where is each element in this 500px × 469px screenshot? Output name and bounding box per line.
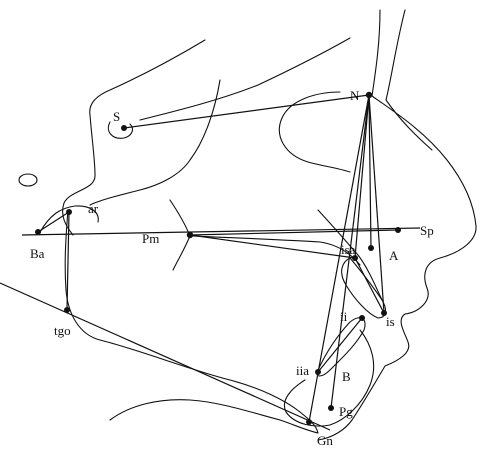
- sella-turcica: [107, 121, 133, 139]
- mandibular-border: [109, 399, 319, 434]
- label-Gn: Gn: [317, 433, 333, 448]
- ba-ar-line: [37, 211, 70, 233]
- ar-tgo-line: [66, 211, 70, 311]
- label-ar: ar: [88, 201, 99, 216]
- lower-incisor: [316, 317, 366, 377]
- lower-incisor-axis: [317, 317, 363, 373]
- n-pg-line: [330, 94, 370, 409]
- nasal-profile-inner: [385, 9, 433, 151]
- mandibular-plane-line: [0, 282, 331, 431]
- point-tgo: [64, 307, 70, 313]
- anterior-cranial-base: [62, 39, 206, 236]
- label-A: A: [389, 248, 399, 263]
- orbit-contour: [278, 91, 351, 173]
- cranial-vault-line: [139, 37, 351, 121]
- point-Pg: [328, 405, 334, 411]
- point-Gn: [306, 419, 312, 425]
- n-is-line: [368, 94, 385, 314]
- point-ar: [66, 209, 72, 215]
- posterior-cranial-wall: [89, 79, 221, 206]
- point-isa: [352, 255, 358, 261]
- label-Pm: Pm: [142, 231, 159, 246]
- nasal-spine-outline: [317, 209, 383, 301]
- label-S: S: [113, 109, 120, 124]
- label-N: N: [350, 88, 360, 103]
- label-Pg: Pg: [339, 404, 353, 419]
- palatal-plane-line: [21, 227, 421, 236]
- pm-sp-line: [189, 229, 399, 236]
- ear-rod-ellipse: [18, 173, 38, 187]
- point-ii: [359, 315, 365, 321]
- point-Sp: [395, 227, 401, 233]
- label-Sp: Sp: [420, 223, 434, 238]
- pm-isa-line: [189, 234, 356, 259]
- n-isa-line: [354, 94, 370, 259]
- point-S: [121, 125, 127, 131]
- sella-nasion-line: [123, 94, 370, 129]
- symphysis: [284, 329, 375, 427]
- label-Ba: Ba: [30, 246, 45, 261]
- soft-tissue-profile: [317, 9, 477, 441]
- upper-incisor-axis: [354, 257, 385, 314]
- label-ii: ii: [340, 309, 348, 324]
- label-B: B: [342, 369, 351, 384]
- label-is: is: [386, 314, 395, 329]
- point-Ba: [35, 229, 41, 235]
- mandibular-ramus: [64, 209, 319, 434]
- point-N: [365, 91, 373, 99]
- label-isa: isa: [341, 242, 356, 257]
- n-gn-line: [308, 94, 370, 423]
- upper-incisor: [341, 257, 387, 319]
- point-is: [381, 310, 387, 316]
- n-a-line: [368, 94, 372, 249]
- condyle: [39, 205, 99, 233]
- point-Pm: [186, 231, 194, 239]
- label-tgo: tgo: [54, 323, 71, 338]
- point-iia: [315, 369, 321, 375]
- label-iia: iia: [296, 363, 309, 378]
- palatal-contour: [191, 235, 361, 266]
- point-A: [368, 245, 374, 251]
